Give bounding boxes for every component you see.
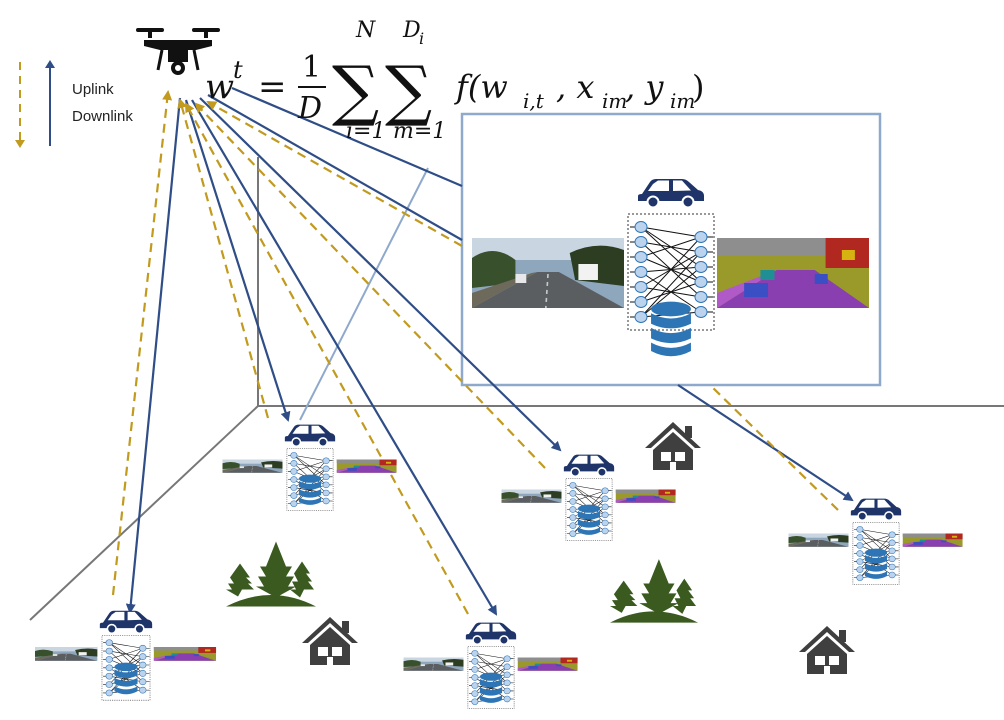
downlink-line: [125, 97, 182, 614]
communication-links: [111, 86, 854, 616]
uplink-line: [185, 102, 469, 615]
uplink-line: [177, 98, 270, 419]
downlink-line: [184, 99, 291, 422]
sum2-sigma: ∑: [385, 52, 432, 129]
formula-func: f(w: [454, 68, 508, 106]
sum2-upper-sub: i: [419, 29, 424, 48]
ground-perspective-line: [29, 405, 259, 621]
downlink-line: [207, 94, 463, 241]
tree-icon: [610, 559, 698, 623]
drone-icon: [136, 28, 220, 75]
vehicle-client-3: [789, 499, 963, 585]
vehicle-client-2: [502, 455, 676, 541]
downlink-line: [191, 99, 498, 616]
downlink-line: [199, 97, 562, 452]
zoom-connector-line: [299, 167, 429, 421]
sum1-sigma: ∑: [332, 52, 379, 129]
uplink-line: [111, 90, 173, 596]
camera-image: [472, 238, 624, 308]
house-icon: [645, 422, 701, 470]
vehicle-client-5: [404, 623, 578, 709]
tree-icon: [226, 541, 316, 607]
formula-denominator: D: [297, 91, 322, 126]
sum2-upper: D: [402, 18, 421, 43]
house-icon: [799, 626, 855, 674]
formula-sub-im-1: im: [602, 89, 627, 113]
formula-x: , x: [556, 68, 594, 106]
formula-equals: =: [258, 67, 287, 107]
sum2-lower: m=1: [393, 119, 446, 144]
sum1-lower: i=1: [346, 119, 385, 144]
formula-y: , y: [625, 68, 664, 106]
formula-numerator: 1: [302, 50, 321, 85]
legend: Uplink Downlink: [15, 60, 133, 148]
uplink-line: [194, 102, 546, 469]
vehicle-client-4: [35, 611, 216, 700]
house-icon: [302, 617, 358, 665]
downlink-line: [677, 384, 854, 502]
aggregation-formula: w t = 1 D N ∑ i=1 D i ∑ m=1 f(w i,t , x …: [205, 18, 704, 144]
segmentation-image: [717, 238, 869, 308]
legend-downlink-label: Downlink: [72, 108, 133, 125]
formula-close: ): [692, 68, 704, 106]
downlink-line: [231, 86, 463, 188]
uplink-line: [206, 101, 463, 247]
formula-superscript-t: t: [233, 56, 243, 84]
formula-sub-it: i,t: [523, 89, 545, 113]
formula-w: w: [205, 67, 234, 107]
sum1-upper: N: [355, 18, 376, 43]
ground-lines: [29, 157, 1004, 621]
formula-sub-im-2: im: [670, 89, 695, 113]
legend-uplink-label: Uplink: [72, 81, 114, 98]
